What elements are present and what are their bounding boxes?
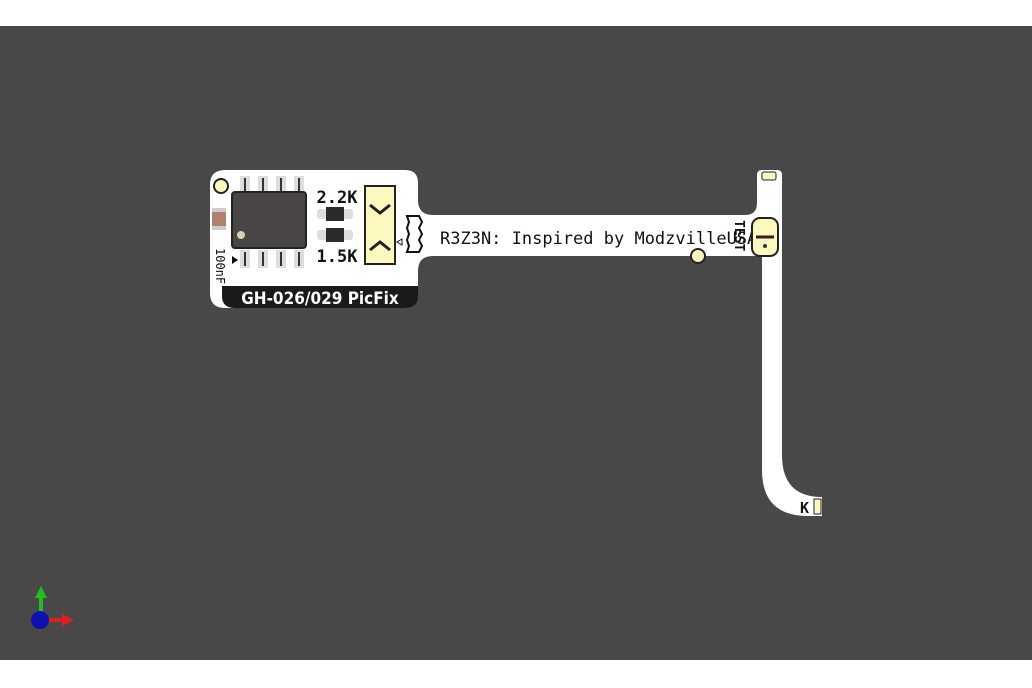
- z-axis-icon: [31, 611, 49, 629]
- pin1-arrow-icon: [232, 256, 238, 264]
- resistor-top-value: 2.2K: [317, 188, 359, 208]
- capacitor: [212, 208, 226, 230]
- ic-leads: [244, 178, 300, 266]
- logo-icon: [405, 215, 424, 253]
- test-label: TEST: [731, 220, 746, 251]
- 3d-viewport[interactable]: GH-026/029 PicFix 100nF 2.2K 1.5K R3Z3N:…: [0, 26, 1032, 660]
- title-label-bar: [222, 286, 418, 308]
- resistor-top: [326, 207, 344, 221]
- y-axis-arrow-icon: [35, 586, 47, 598]
- ic-chip: [231, 191, 307, 249]
- pcb-render: GH-026/029 PicFix 100nF 2.2K 1.5K R3Z3N:…: [31, 170, 822, 629]
- via-ring: [690, 248, 706, 264]
- arrow-left-icon: [396, 238, 403, 246]
- resistor-bottom: [326, 228, 344, 242]
- axes-gizmo: [31, 586, 74, 629]
- top-pad: [761, 171, 777, 181]
- pin1-marker: [237, 231, 245, 239]
- credit-text: R3Z3N: Inspired by ModzvilleUSA: [440, 229, 757, 249]
- capacitor-value: 100nF: [213, 248, 227, 284]
- chevron-up-icon: [369, 240, 391, 252]
- edge-connector-pad: [364, 185, 396, 265]
- k-pad: [813, 498, 822, 515]
- k-label: K: [800, 499, 809, 517]
- x-axis-arrow-icon: [62, 614, 74, 626]
- pcb-board: [210, 170, 822, 516]
- board-title: GH-026/029 PicFix: [241, 289, 399, 309]
- chevron-down-icon: [369, 203, 391, 215]
- via-ring: [213, 178, 229, 194]
- resistor-bottom-value: 1.5K: [317, 247, 359, 267]
